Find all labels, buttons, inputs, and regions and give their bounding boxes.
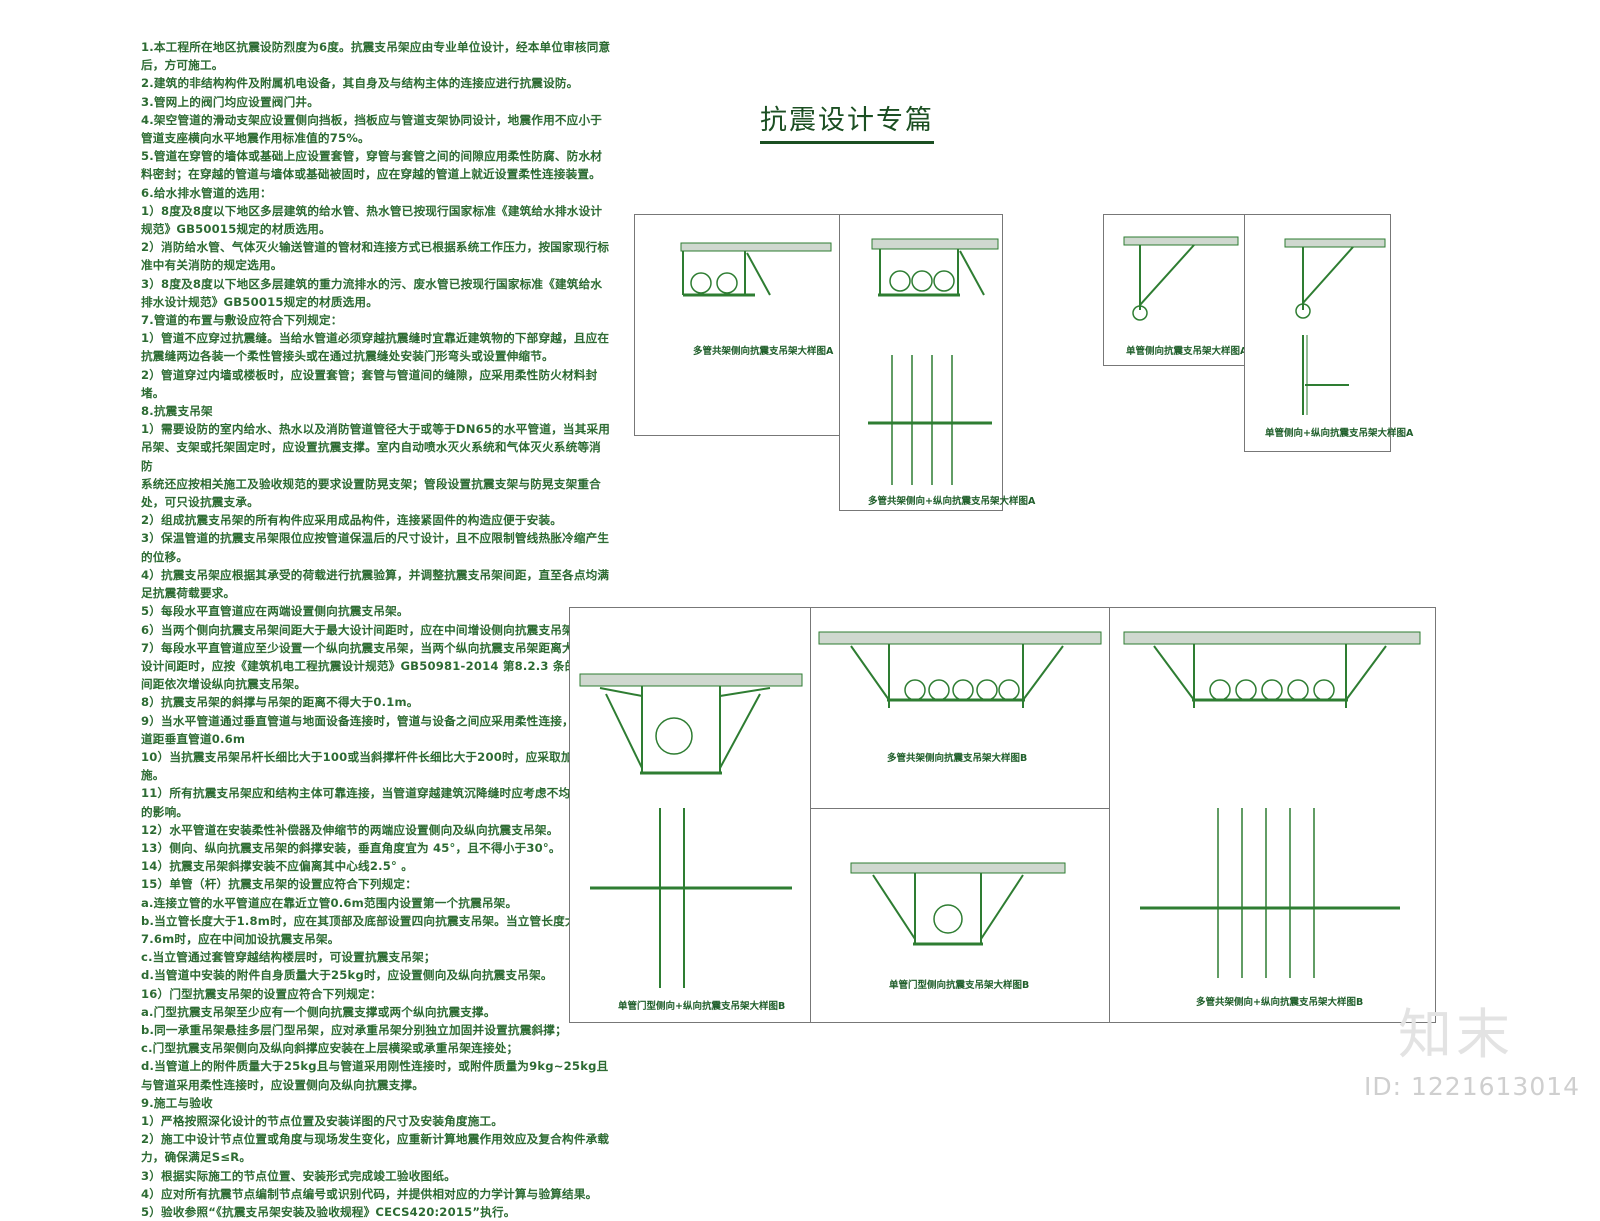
note-line: 5）每段水平直管道应在两端设置侧向抗震支吊架。 [141, 604, 409, 619]
note-line: 1）管道不应穿过抗震缝。当给水管道必须穿越抗震缝时宜靠近建筑物的下部穿越，且应在… [141, 331, 610, 364]
note-line: 8.抗震支吊架 [141, 404, 213, 419]
caption-3: 单管侧向抗震支吊架大样图A [1126, 346, 1248, 357]
note-line: 2）管道穿过内墙或楼板时，应设置套管；套管与管道间的缝隙，应采用柔性防火材料封堵… [141, 367, 598, 400]
design-notes: 1.本工程所在地区抗震设防烈度为6度。抗震支吊架应由专业单位设计，经本单位审核同… [141, 38, 611, 1221]
note-line: 3.管网上的阀门均应设置阀门井。 [141, 94, 319, 109]
note-line: 3）8度及8度以下地区多层建筑的重力流排水的污、废水管已按现行国家标准《建筑给水… [141, 276, 603, 309]
caption-2: 多管共架侧向+纵向抗震支吊架大样图A [868, 496, 1036, 507]
note-line: 5）验收参照“《抗震支吊架安装及验收规程》CECS420:2015”执行。 [141, 1205, 516, 1219]
detail-drawing-7 [850, 862, 1066, 946]
note-line: 9.施工与验收 [141, 1095, 213, 1110]
note-line: 1）严格按照深化设计的节点位置及安装详图的尺寸及安装角度施工。 [141, 1113, 504, 1128]
detail-panel-8: 多管共架侧向+纵向抗震支吊架大样图B [1109, 607, 1436, 1023]
image-id: ID: 1221613014 [1364, 1072, 1581, 1101]
note-line: 12）水平管道在安装柔性补偿器及伸缩节的两端应设置侧向及纵向抗震支吊架。 [141, 822, 559, 837]
caption-1: 多管共架侧向抗震支吊架大样图A [693, 346, 834, 357]
note-line: 7）每段水平直管道应至少设置一个纵向抗震支吊架，当两个纵向抗震支吊架距离大于最大… [141, 640, 610, 692]
caption-8: 多管共架侧向+纵向抗震支吊架大样图B [1196, 997, 1364, 1008]
caption-5: 单管门型侧向+纵向抗震支吊架大样图B [618, 1001, 786, 1012]
note-line: 5.管道在穿管的墙体或基础上应设置套管，穿管与套管之间的间隙应用柔性防腐、防水材… [141, 149, 603, 182]
detail-panel-1: 多管共架侧向抗震支吊架大样图A [634, 214, 842, 436]
detail-panel-3: 单管侧向抗震支吊架大样图A [1103, 214, 1247, 366]
note-line: 1）需要设防的室内给水、热水以及消防管道管径大于或等于DN65的水平管道，当其采… [141, 422, 611, 473]
note-line: 14）抗震支吊架斜撑安装不应偏离其中心线2.5° 。 [141, 859, 413, 874]
note-line: 2）组成抗震支吊架的所有构件应采用成品构件，连接紧固件的构造应便于安装。 [141, 513, 563, 528]
note-line: 7.管道的布置与敷设应符合下列规定： [141, 313, 343, 328]
note-line: a.连接立管的水平管道应在靠近立管0.6m范围内设置第一个抗震吊架。 [141, 895, 518, 910]
note-line: 4）抗震支吊架应根据其承受的荷载进行抗震验算，并调整抗震支吊架间距，直至各点均满… [141, 567, 610, 601]
detail-panel-4: 单管侧向+纵向抗震支吊架大样图A [1244, 214, 1413, 452]
note-line: 2）施工中设计节点位置或角度与现场发生变化，应重新计算地震作用效应及复合构件承载… [141, 1132, 610, 1165]
detail-drawing-5 [579, 673, 803, 988]
note-line: a.门型抗震支吊架至少应有一个侧向抗震支撑或两个纵向抗震支撑。 [141, 1004, 496, 1019]
note-line: c.当立管通过套管穿越结构楼层时，可设置抗震支吊架； [141, 950, 436, 965]
note-line: 2）消防给水管、气体灭火输送管道的管材和连接方式已根据系统工作压力，按国家现行标… [141, 240, 610, 273]
note-line: 3）根据实际施工的节点位置、安装形式完成竣工验收图纸。 [141, 1168, 456, 1183]
caption-4: 单管侧向+纵向抗震支吊架大样图A [1265, 428, 1414, 439]
detail-panel-5: 单管门型侧向+纵向抗震支吊架大样图B [569, 607, 813, 1023]
detail-drawing-3 [1123, 236, 1239, 321]
note-line: 15）单管（杆）抗震支吊架的设置应符合下列规定： [141, 877, 417, 892]
note-line: 13）侧向、纵向抗震支吊架的斜撑安装，垂直角度宜为 45°，且不得小于30°。 [141, 840, 561, 855]
caption-6: 多管共架侧向抗震支吊架大样图B [887, 753, 1028, 764]
caption-7: 单管门型侧向抗震支吊架大样图B [889, 980, 1030, 991]
note-line: d.当管道中安装的附件自身质量大于25kg时，应设置侧向及纵向抗震支吊架。 [141, 968, 553, 983]
detail-drawing-8 [1123, 631, 1421, 978]
detail-panel-7: 单管门型侧向抗震支吊架大样图B [810, 808, 1112, 1023]
note-line: 4）应对所有抗震节点编制节点编号或识别代码，并提供相对应的力学计算与验算结果。 [141, 1186, 598, 1201]
note-line: 系统还应按相关施工及验收规范的要求设置防晃支架；管段设置抗震支架与防晃支架重合处… [141, 476, 601, 510]
detail-drawing-2 [868, 238, 999, 485]
note-line: 2.建筑的非结构构件及附属机电设备，其自身及与结构主体的连接应进行抗震设防。 [141, 76, 579, 91]
note-line: 1.本工程所在地区抗震设防烈度为6度。抗震支吊架应由专业单位设计，经本单位审核同… [141, 40, 611, 73]
note-line: 10）当抗震支吊架吊杆长细比大于100或当斜撑杆件长细比大于200时，应采取加固… [141, 749, 597, 783]
note-line: 3）保温管道的抗震支吊架限位应按管道保温后的尺寸设计，且不应限制管线热胀冷缩产生… [141, 531, 610, 564]
note-line: 11）所有抗震支吊架应和结构主体可靠连接，当管道穿越建筑沉降缝时应考虑不均匀沉降… [141, 786, 606, 819]
detail-panel-6: 多管共架侧向抗震支吊架大样图B [810, 607, 1112, 811]
detail-panel-2: 多管共架侧向+纵向抗震支吊架大样图A [839, 214, 1035, 511]
note-line: 8）抗震支吊架的斜撑与吊架的距离不得大于0.1m。 [141, 695, 419, 710]
note-line: 4.架空管道的滑动支架应设置侧向挡板，挡板应与管道支架协同设计，地震作用不应小于… [141, 112, 603, 146]
watermark-brand: 知末 [1398, 1003, 1514, 1066]
note-line: d.当管道上的附件质量大于25kg且与管道采用刚性连接时，或附件质量为9kg~2… [141, 1059, 609, 1092]
detail-drawing-4 [1284, 238, 1386, 415]
note-line: 6）当两个侧向抗震支吊架间距大于最大设计间距时，应在中间增设侧向抗震支吊架。 [141, 622, 586, 637]
note-line: 1）8度及8度以下地区多层建筑的给水管、热水管已按现行国家标准《建筑给水排水设计… [141, 203, 603, 237]
page-title: 抗震设计专篇 [760, 98, 934, 144]
detail-drawing-1 [680, 242, 832, 297]
note-line: b.当立管长度大于1.8m时，应在其顶部及底部设置四向抗震支吊架。当立管长度大于… [141, 913, 589, 946]
detail-drawing-6 [818, 631, 1102, 708]
note-line: b.同一承重吊架悬挂多层门型吊架，应对承重吊架分别独立加固并设置抗震斜撑； [141, 1022, 567, 1037]
note-line: c.门型抗震支吊架侧向及纵向斜撑应安装在上层横梁或承重吊架连接处； [141, 1041, 519, 1056]
note-line: 6.给水排水管道的选用： [141, 185, 272, 200]
note-line: 16）门型抗震支吊架的设置应符合下列规定： [141, 986, 382, 1001]
note-line: 9）当水平管道通过垂直管道与地面设备连接时，管道与设备之间应采用柔性连接，水平管… [141, 713, 610, 746]
